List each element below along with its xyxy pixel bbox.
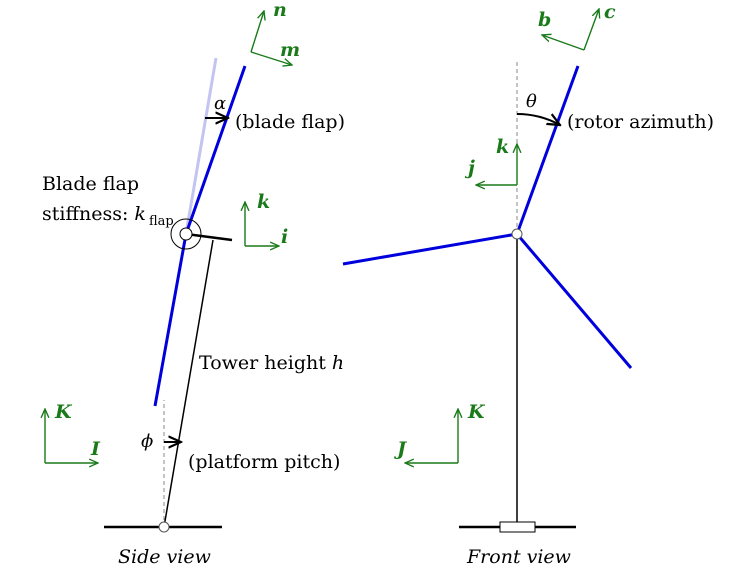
inertial-frame-front: K J bbox=[394, 401, 486, 463]
K-axis-label-side: K bbox=[54, 401, 73, 423]
m-axis-label: m bbox=[280, 39, 300, 61]
side-base-joint bbox=[158, 521, 170, 533]
front-blade-3 bbox=[515, 233, 633, 369]
inertial-frame-side: K I bbox=[45, 401, 101, 463]
i-axis-label: i bbox=[281, 226, 288, 248]
rotor-frame: k j bbox=[464, 136, 517, 185]
stiffness-line2: stiffness: k bbox=[42, 203, 146, 225]
stiffness-subscript: flap bbox=[149, 214, 174, 229]
platform-pitch-label: (platform pitch) bbox=[188, 451, 340, 473]
n-axis-label: n bbox=[273, 0, 287, 21]
k-axis-label-side: k bbox=[257, 191, 270, 213]
blade-frame-side: n m bbox=[250, 0, 300, 65]
front-blade-1 bbox=[515, 65, 580, 235]
rotor-hub bbox=[511, 228, 523, 240]
theta-arrow bbox=[516, 113, 560, 125]
side-nacelle bbox=[185, 232, 233, 242]
I-axis-label: I bbox=[90, 438, 101, 460]
side-blade-upper bbox=[184, 65, 247, 235]
side-tower bbox=[163, 239, 214, 528]
K-axis-label-front: K bbox=[467, 401, 486, 423]
front-view-caption: Front view bbox=[466, 546, 571, 568]
front-blade-2 bbox=[342, 232, 518, 266]
side-blade-undeflected bbox=[184, 57, 218, 235]
nacelle-frame: k i bbox=[245, 191, 288, 248]
b-axis-label: b bbox=[538, 9, 551, 31]
alpha-symbol: α bbox=[214, 93, 226, 114]
side-blade-lower bbox=[153, 233, 188, 407]
front-base-block bbox=[499, 521, 536, 533]
phi-symbol: ϕ bbox=[141, 431, 153, 452]
flap-hinge bbox=[179, 227, 193, 241]
front-view: θ (rotor azimuth) b c k j K J Front view bbox=[342, 1, 714, 568]
J-axis-label: J bbox=[394, 438, 408, 460]
stiffness-line1: Blade flap bbox=[42, 173, 139, 195]
blade-flap-label: (blade flap) bbox=[235, 111, 345, 133]
side-view: α (blade flap) ϕ (platform pitch) Blade … bbox=[42, 0, 345, 568]
theta-symbol: θ bbox=[526, 91, 537, 112]
blade-frame-front: b c bbox=[538, 1, 616, 51]
flap-spring-symbol bbox=[170, 218, 202, 250]
rotor-azimuth-label: (rotor azimuth) bbox=[567, 111, 714, 133]
k-axis-label-front: k bbox=[496, 136, 509, 158]
side-view-caption: Side view bbox=[118, 546, 211, 568]
c-axis-label: c bbox=[604, 1, 616, 23]
j-axis-label: j bbox=[464, 157, 475, 179]
tower-height-label: Tower height h bbox=[199, 352, 344, 374]
